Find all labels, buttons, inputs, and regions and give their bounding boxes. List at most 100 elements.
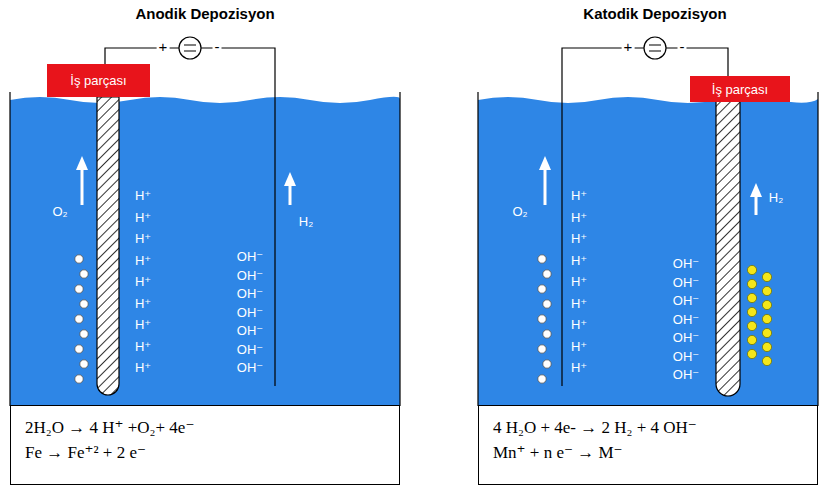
reaction-equation: Mn⁺ + n e⁻ → M⁻	[493, 441, 803, 466]
deposit-particle	[762, 356, 771, 365]
gas-bubble	[538, 315, 546, 323]
power-supply-symbol	[179, 37, 201, 59]
gas-bubble	[543, 270, 551, 278]
ion-label: OH⁻	[237, 324, 263, 338]
oxygen-bubbles	[538, 255, 551, 383]
tank-wall	[478, 92, 818, 406]
ion-label: OH⁻	[673, 294, 699, 308]
deposit-particle	[747, 293, 756, 302]
gas-bubble	[80, 300, 88, 308]
gas-arrow	[750, 183, 762, 197]
ion-label: H⁺	[571, 189, 587, 203]
gas-arrow	[544, 168, 547, 205]
equation-box: 4 H₂O + 4e- → 2 H₂ + 4 OH⁻Mn⁺ + n e⁻ → M…	[478, 405, 818, 485]
gas-bubble	[80, 360, 88, 368]
workpiece-label: İş parçası	[712, 82, 768, 97]
panel-title: Katodik Depozisyon	[583, 6, 726, 23]
deposit-particle	[762, 314, 771, 323]
ion-label: OH⁻	[673, 331, 699, 345]
ion-label: H⁺	[135, 275, 151, 289]
deposit-particle	[762, 286, 771, 295]
workpiece-box: İş parçası	[690, 76, 790, 102]
gas-bubble	[538, 375, 546, 383]
ion-label: H⁺	[135, 296, 151, 310]
ion-label: H⁺	[135, 189, 151, 203]
workpiece-electrode	[716, 100, 740, 396]
gas-arrow	[539, 156, 551, 170]
gas-bubble	[75, 315, 83, 323]
gas-arrow	[755, 196, 758, 215]
panel-title: Anodik Depozisyon	[135, 6, 274, 23]
equation-box: 2H₂O → 4 H⁺ +O₂+ 4e⁻Fe → Fe⁺² + 2 e⁻	[10, 405, 400, 485]
ion-label: H⁺	[135, 232, 151, 246]
reaction-equation: 4 H₂O + 4e- → 2 H₂ + 4 OH⁻	[493, 416, 803, 441]
ion-label: H⁺	[571, 253, 587, 267]
tank-wall	[10, 92, 400, 406]
ion-label: OH⁻	[673, 312, 699, 326]
deposit-particle	[762, 300, 771, 309]
deposit-particle	[747, 307, 756, 316]
ion-label: H⁺	[571, 361, 587, 375]
ion-label: H⁺	[135, 210, 151, 224]
electrolyte	[478, 97, 818, 406]
wire	[105, 48, 275, 386]
ion-label: OH⁻	[673, 257, 699, 271]
deposit-particle	[747, 279, 756, 288]
gas-bubble	[538, 255, 546, 263]
ion-label: OH⁻	[673, 275, 699, 289]
polarity-sign: +	[622, 39, 635, 56]
power-supply-symbol	[649, 45, 661, 51]
ion-label: H⁺	[135, 339, 151, 353]
gas-bubble	[75, 345, 83, 353]
metal-deposit-particles	[747, 265, 771, 365]
ion-label: OH⁻	[237, 361, 263, 375]
deposit-particle	[747, 335, 756, 344]
workpiece-electrode	[97, 97, 119, 395]
ion-label: H⁺	[571, 339, 587, 353]
ion-label: OH⁻	[673, 368, 699, 382]
gas-bubble	[543, 300, 551, 308]
gas-bubble	[543, 330, 551, 338]
ion-label: OH⁻	[237, 342, 263, 356]
polarity-sign: -	[678, 39, 687, 56]
gas-arrow	[284, 172, 296, 186]
gas-label: H₂	[299, 215, 313, 229]
power-supply-symbol	[184, 45, 196, 51]
ion-label: H⁺	[135, 361, 151, 375]
deposit-particle	[747, 265, 756, 274]
ion-label: H⁺	[571, 210, 587, 224]
gas-bubble	[80, 330, 88, 338]
gas-arrow	[76, 156, 88, 170]
right-tank	[478, 37, 818, 406]
ion-label: OH⁻	[237, 268, 263, 282]
workpiece-box: İş parçası	[47, 64, 150, 97]
power-supply-symbol	[644, 37, 666, 59]
gas-bubble	[75, 255, 83, 263]
gas-arrow	[81, 168, 84, 205]
ion-label: H⁺	[571, 318, 587, 332]
ion-label: OH⁻	[237, 287, 263, 301]
left-tank	[10, 37, 400, 406]
ion-label: H⁺	[135, 253, 151, 267]
gas-bubble	[80, 270, 88, 278]
gas-label: H₂	[769, 191, 783, 205]
polarity-sign: -	[213, 39, 222, 56]
deposit-particle	[762, 328, 771, 337]
ion-label: OH⁻	[673, 349, 699, 363]
ion-label: H⁺	[135, 318, 151, 332]
deposit-particle	[747, 321, 756, 330]
deposit-particle	[747, 349, 756, 358]
gas-bubble	[543, 360, 551, 368]
gas-label: O₂	[512, 205, 527, 219]
ion-label: OH⁻	[237, 250, 263, 264]
gas-bubble	[75, 285, 83, 293]
oxygen-bubbles	[75, 255, 88, 383]
ion-label: H⁺	[571, 275, 587, 289]
gas-bubble	[538, 285, 546, 293]
polarity-sign: +	[157, 39, 170, 56]
gas-label: O₂	[52, 205, 67, 219]
deposit-particle	[762, 272, 771, 281]
reaction-equation: Fe → Fe⁺² + 2 e⁻	[25, 441, 385, 466]
ion-label: H⁺	[571, 232, 587, 246]
